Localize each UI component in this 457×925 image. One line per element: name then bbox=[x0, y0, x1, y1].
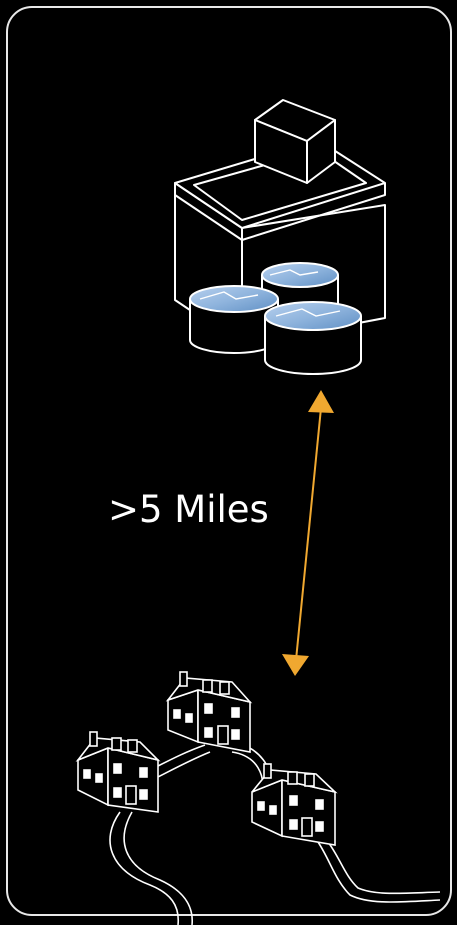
house-left bbox=[78, 732, 158, 812]
house-icon bbox=[78, 672, 335, 845]
storage-disk-right bbox=[265, 302, 361, 374]
house-middle bbox=[168, 672, 250, 752]
house-right bbox=[252, 764, 335, 845]
double-arrow-icon bbox=[282, 390, 334, 676]
distance-label: >5 Miles bbox=[108, 488, 308, 532]
